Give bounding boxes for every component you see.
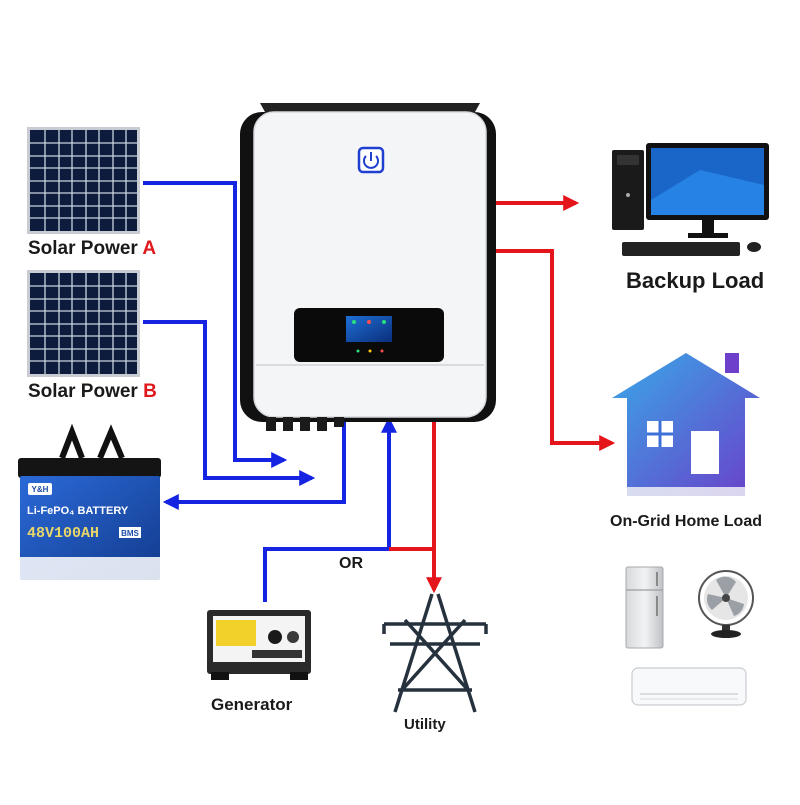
battery-line bbox=[162, 418, 346, 510]
desktop-computer-icon bbox=[612, 143, 769, 256]
home-load-line bbox=[487, 249, 616, 451]
solar-b-prefix: Solar Power bbox=[28, 381, 144, 402]
battery-brand: Y&H bbox=[32, 485, 49, 494]
power-button-icon bbox=[357, 146, 385, 174]
solar-a-prefix: Solar Power bbox=[28, 238, 143, 259]
solar-power-a-label: Solar Power A bbox=[28, 238, 156, 260]
utility-label: Utility bbox=[404, 716, 446, 733]
inverter-display-panel bbox=[294, 308, 444, 362]
hybrid-inverter bbox=[240, 103, 496, 431]
generator-label: Generator bbox=[211, 695, 293, 714]
solar-a-letter: A bbox=[142, 238, 157, 259]
house-icon bbox=[612, 353, 760, 496]
home-load-label: On-Grid Home Load bbox=[610, 513, 762, 530]
generator-line bbox=[263, 416, 397, 602]
solar-panel-b bbox=[27, 270, 140, 377]
refrigerator-icon bbox=[625, 566, 664, 649]
battery-icon: Y&H Li-FePO₄ BATTERY 48V100AH BMS bbox=[18, 423, 161, 580]
battery-rating: 48V100AH bbox=[27, 525, 99, 542]
or-label: OR bbox=[339, 555, 363, 572]
solar-panel-a bbox=[27, 127, 140, 234]
air-conditioner-icon bbox=[631, 667, 747, 706]
dc-lines bbox=[143, 181, 397, 602]
battery-type: Li-FePO₄ BATTERY bbox=[27, 505, 129, 517]
ac-lines bbox=[389, 195, 616, 594]
solar-a-line bbox=[143, 181, 288, 468]
utility-tower-icon bbox=[382, 593, 488, 713]
inverter-terminals bbox=[266, 417, 344, 431]
fan-icon bbox=[698, 570, 754, 638]
solar-b-letter: B bbox=[143, 381, 157, 402]
battery-bms-badge: BMS bbox=[121, 529, 139, 538]
generator-icon bbox=[207, 610, 311, 680]
solar-b-line bbox=[143, 320, 316, 486]
backup-load-label: Backup Load bbox=[626, 268, 765, 293]
solar-power-b-label: Solar Power B bbox=[28, 381, 157, 403]
